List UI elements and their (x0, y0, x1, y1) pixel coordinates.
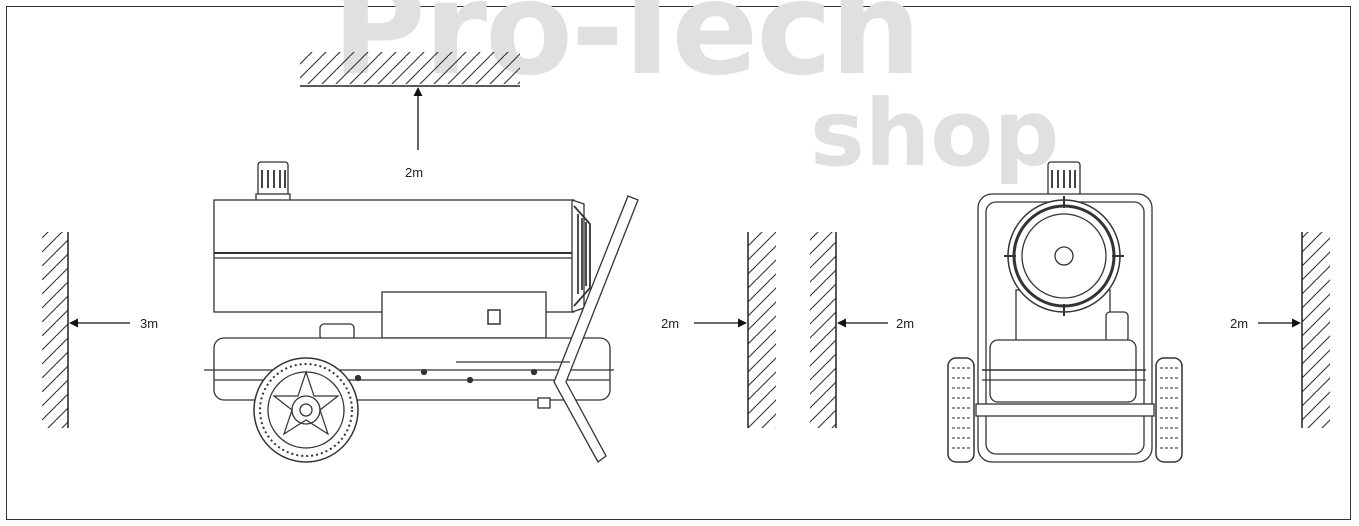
side-left-wall (810, 232, 837, 428)
heater-front-view (947, 161, 1183, 463)
rear-left-clearance-label: 3m (140, 316, 158, 331)
front-right-clearance-label: 2m (661, 316, 679, 331)
ceiling-wall (300, 52, 520, 87)
watermark-sub: shop (810, 80, 1060, 187)
ceiling-clearance-label: 2m (405, 165, 423, 180)
side-right-wall (1301, 232, 1330, 428)
front-right-wall (747, 232, 776, 428)
side-left-clearance-label: 2m (896, 316, 914, 331)
side-right-clearance-label: 2m (1230, 316, 1248, 331)
rear-left-wall (42, 232, 69, 428)
heater-side-view (204, 161, 639, 463)
